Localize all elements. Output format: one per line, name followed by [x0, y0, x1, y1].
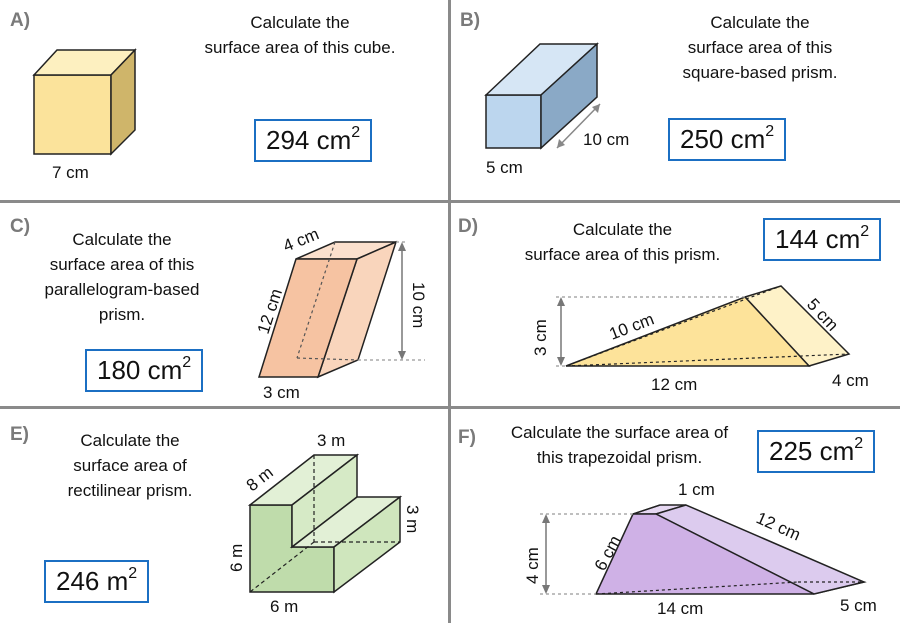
dimension-label: 3 cm — [263, 383, 300, 402]
dimension-label: 3 cm — [531, 319, 550, 356]
cube-side-face — [110, 48, 136, 156]
answer-box: 246 m2 — [44, 560, 150, 603]
panel-label: B) — [460, 10, 481, 31]
dimension-label: 4 cm — [832, 371, 869, 390]
answer-exponent: 2 — [182, 354, 192, 372]
question-line: surface area of this cube. — [204, 38, 396, 57]
dimension-label: 3 m — [403, 505, 422, 533]
dimension-label: 10 cm — [409, 282, 428, 328]
answer-box: 180 cm2 — [85, 349, 204, 392]
panel-label: A) — [10, 10, 31, 31]
answer-value: 180 cm — [97, 355, 183, 385]
question-line: surface area of this prism. — [524, 245, 721, 264]
panel-label: F) — [458, 427, 476, 448]
question-line: Calculate the — [250, 13, 350, 32]
question-line: surface area of this — [687, 38, 833, 57]
answer-value: 144 cm — [775, 224, 861, 254]
question-line: Calculate the — [72, 230, 172, 249]
question-line: parallelogram-based — [44, 280, 200, 299]
question-text: Calculate the surface area of this prism… — [510, 217, 735, 267]
dimension-label: 10 cm — [583, 130, 629, 149]
question-line: surface area of this — [49, 255, 195, 274]
divider-column — [448, 0, 451, 623]
dimension-label: 6 m — [227, 544, 246, 572]
answer-box: 294 cm2 — [254, 119, 373, 162]
panel-label: D) — [458, 216, 479, 237]
dimension-label: 5 cm — [486, 158, 523, 177]
answer-exponent: 2 — [128, 565, 138, 583]
question-line: prism. — [98, 305, 146, 324]
dimension-label: 4 cm — [523, 547, 542, 584]
prism-front-face — [257, 258, 359, 378]
question-line: Calculate the — [710, 13, 810, 32]
question-line: square-based prism. — [682, 63, 838, 82]
question-text: Calculate the surface area of this trape… — [492, 420, 747, 470]
prism-front-face — [565, 296, 811, 367]
question-line: surface area of — [73, 456, 187, 475]
question-line: Calculate the surface area of — [510, 423, 729, 442]
answer-value: 225 cm — [769, 436, 855, 466]
panel-label: E) — [10, 424, 29, 445]
hidden-edge — [595, 581, 799, 595]
answer-value: 246 m — [56, 566, 129, 596]
dimension-label: 14 cm — [657, 599, 703, 618]
question-text: Calculate the surface area of this squar… — [655, 10, 865, 85]
question-line: Calculate the — [80, 431, 180, 450]
answer-exponent: 2 — [854, 435, 864, 453]
question-text: Calculate the surface area of this cube. — [185, 10, 415, 60]
answer-exponent: 2 — [765, 123, 775, 141]
question-line: Calculate the — [572, 220, 673, 239]
answer-value: 250 cm — [680, 124, 766, 154]
question-text: Calculate the surface area of rectilinea… — [40, 428, 220, 503]
answer-box: 144 cm2 — [763, 218, 882, 261]
hidden-edge — [296, 241, 336, 359]
question-line: rectilinear prism. — [67, 481, 193, 500]
answer-value: 294 cm — [266, 125, 352, 155]
dimension-label: 5 cm — [840, 596, 877, 615]
hidden-edge — [296, 357, 359, 361]
dimension-label: 1 cm — [678, 480, 715, 499]
question-text: Calculate the surface area of this paral… — [22, 227, 222, 327]
dimension-label: 6 m — [270, 597, 298, 616]
question-line: this trapezoidal prism. — [536, 448, 703, 467]
prism-front-face — [594, 513, 815, 595]
answer-box: 250 cm2 — [668, 118, 787, 161]
dimension-label: 12 cm — [651, 375, 697, 394]
answer-exponent: 2 — [860, 223, 870, 241]
hidden-edge — [565, 353, 850, 367]
hidden-edge — [565, 285, 782, 367]
dimension-arrow — [556, 103, 601, 149]
answer-exponent: 2 — [351, 124, 361, 142]
dimension-label: 3 m — [317, 431, 345, 450]
panel-label: C) — [10, 216, 31, 237]
answer-box: 225 cm2 — [757, 430, 876, 473]
prism-side-face — [540, 42, 598, 150]
dimension-label: 7 cm — [52, 163, 89, 182]
